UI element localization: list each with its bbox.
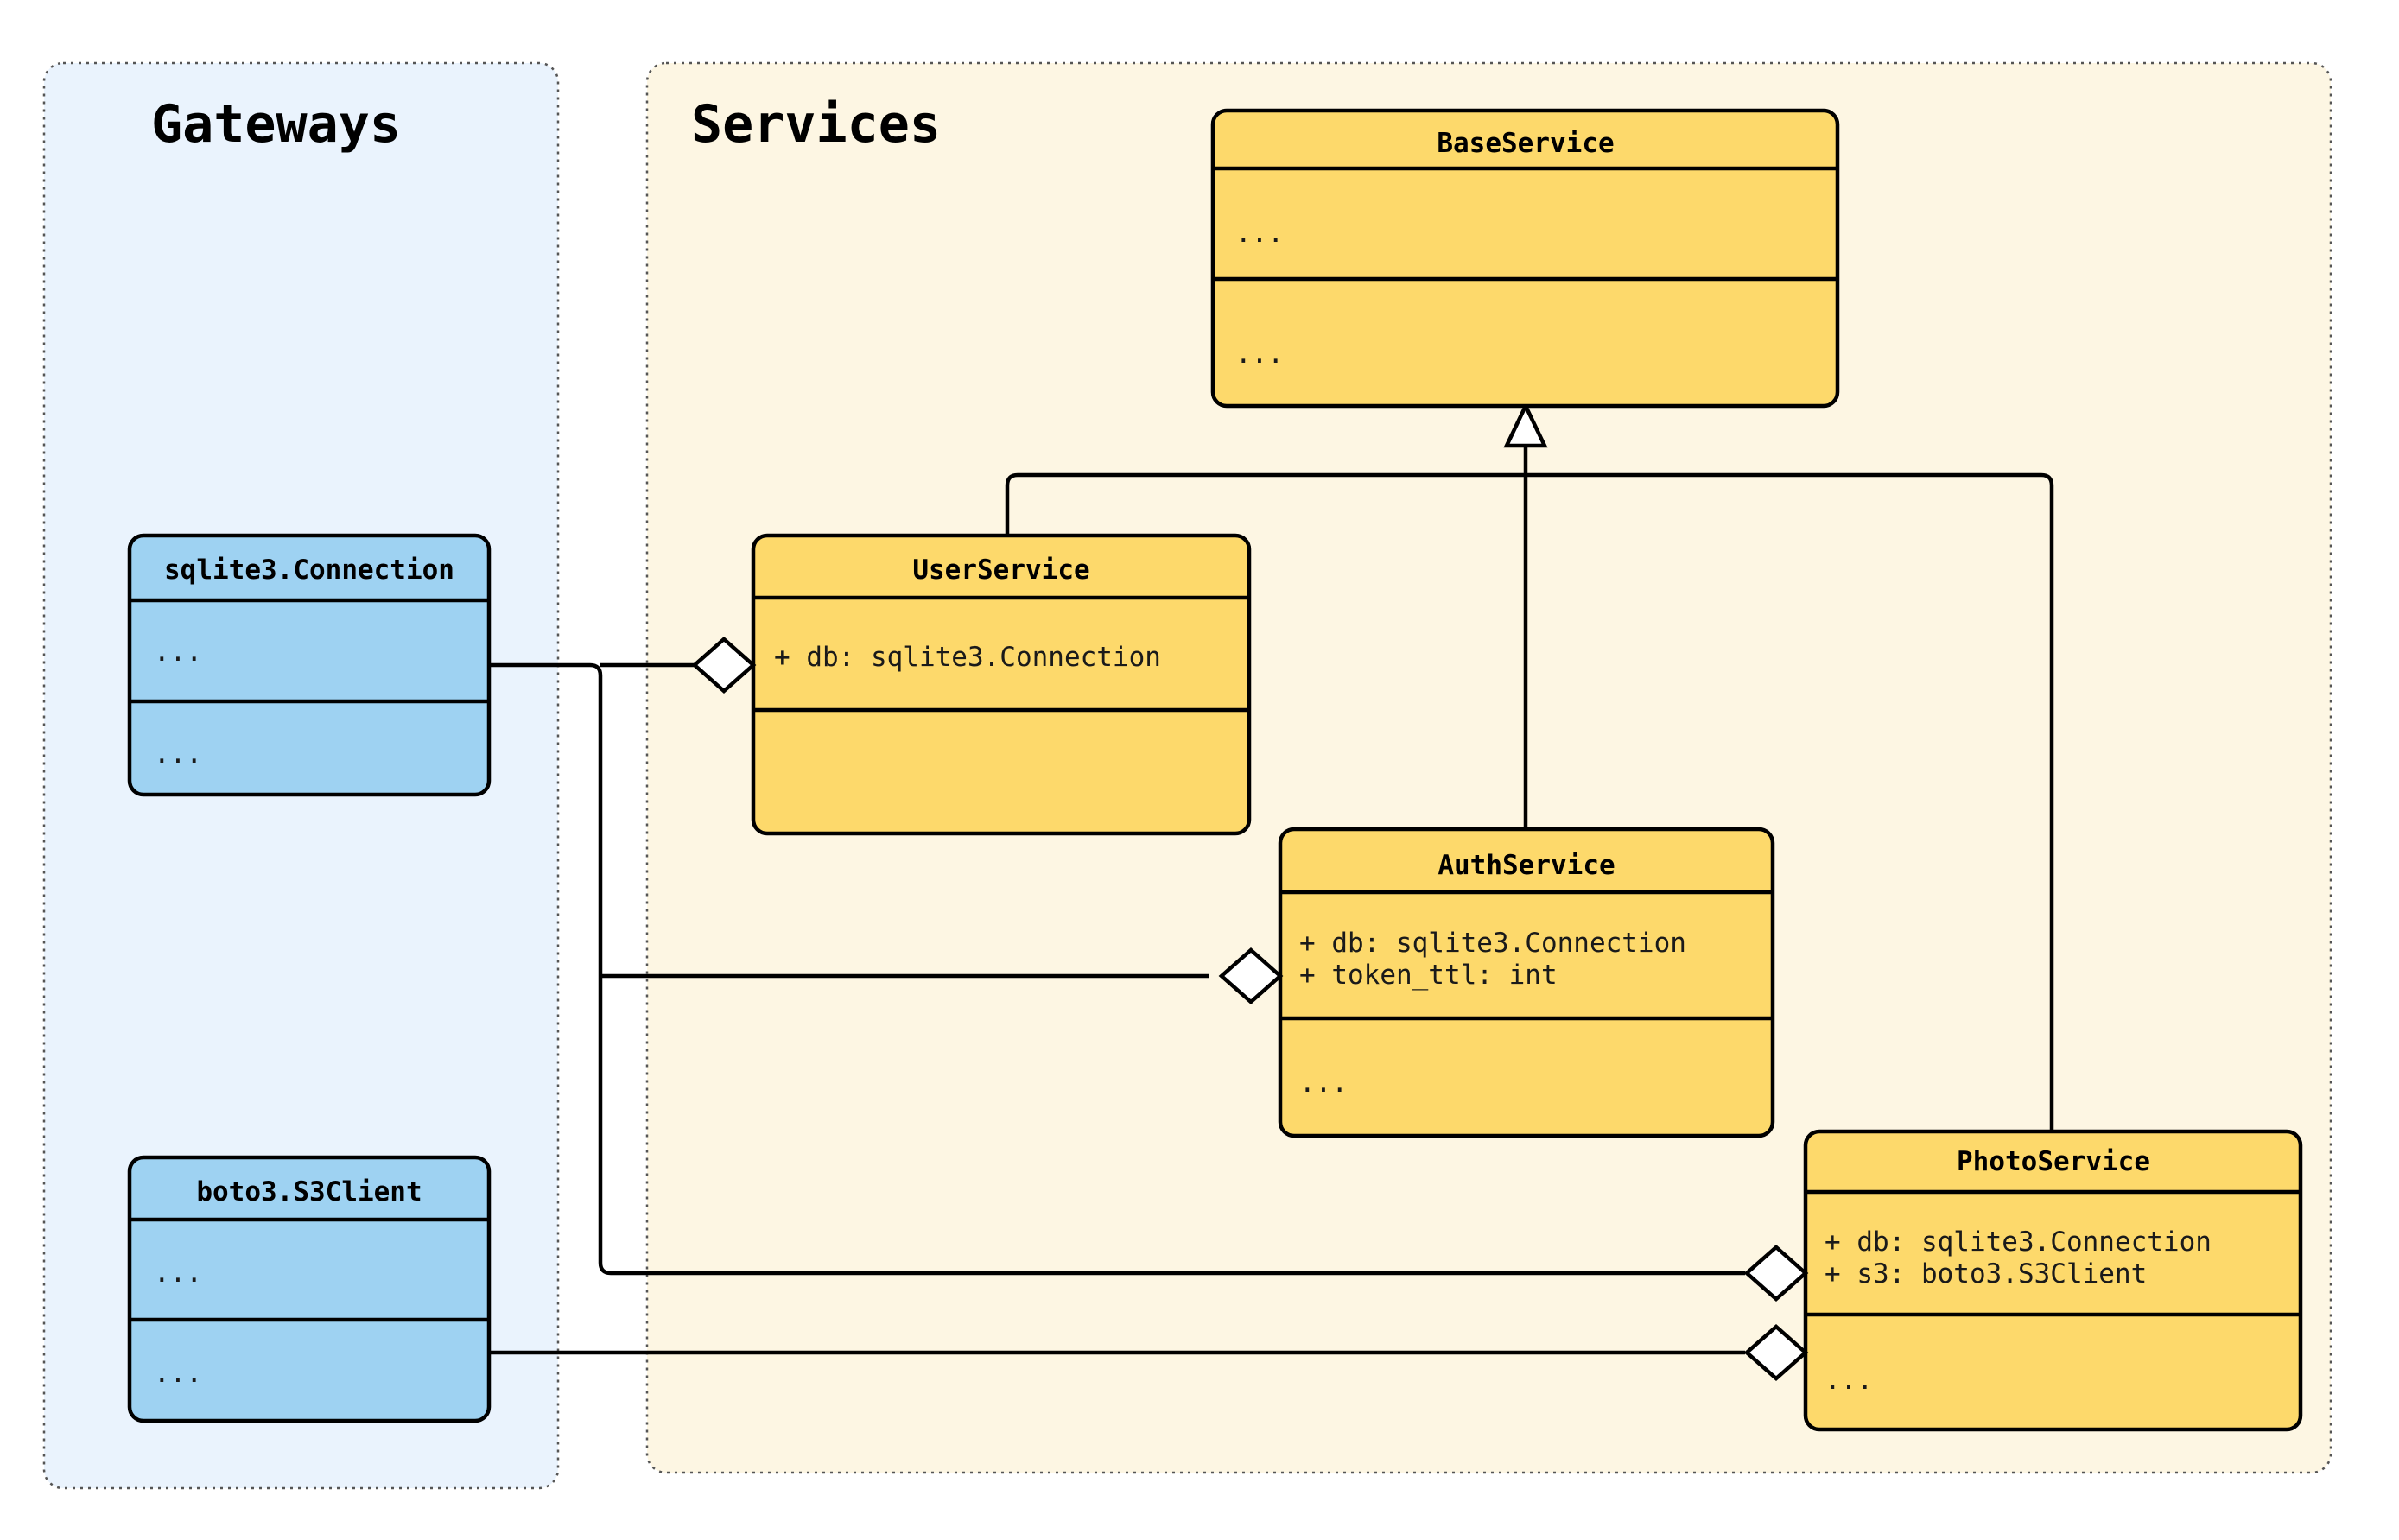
class-base-service[interactable]: BaseService ... ... bbox=[1210, 108, 1840, 409]
relation-generalization-group[interactable] bbox=[1005, 401, 2054, 1130]
class-sqlite3-connection[interactable]: sqlite3.Connection ... ... bbox=[127, 533, 492, 797]
class-auth-service-body bbox=[1278, 827, 1775, 1138]
class-base-service-attr-0: ... bbox=[1235, 218, 1284, 249]
class-auth-service-meth-0: ... bbox=[1299, 1068, 1348, 1099]
hollow-diamond-icon-auth-db bbox=[1218, 947, 1284, 1005]
class-boto3-s3client-body bbox=[127, 1155, 492, 1423]
class-base-service-meth-0: ... bbox=[1235, 339, 1284, 370]
class-photo-service[interactable]: PhotoService + db: sqlite3.Connection + … bbox=[1803, 1129, 2303, 1432]
class-sqlite3-connection-title: sqlite3.Connection bbox=[164, 555, 454, 586]
class-sqlite3-connection-attr-0: ... bbox=[154, 637, 202, 668]
hollow-triangle-icon bbox=[1503, 401, 1548, 448]
class-auth-service-attr-1: + token_ttl: int bbox=[1299, 960, 1558, 991]
class-boto3-s3client-title: boto3.S3Client bbox=[196, 1176, 422, 1207]
hollow-diamond-icon-photo-db bbox=[1743, 1244, 1809, 1302]
class-user-service-body bbox=[751, 533, 1252, 836]
class-auth-service-title: AuthService bbox=[1437, 850, 1615, 881]
aggregation-sqlite-trunk bbox=[489, 662, 1745, 1276]
class-photo-service-body bbox=[1803, 1129, 2303, 1432]
package-services-title: Services bbox=[691, 94, 941, 155]
class-boto3-s3client-attr-0: ... bbox=[154, 1258, 202, 1289]
class-sqlite3-connection-meth-0: ... bbox=[154, 738, 202, 770]
class-user-service[interactable]: UserService + db: sqlite3.Connection bbox=[751, 533, 1252, 836]
class-photo-service-title: PhotoService bbox=[1957, 1146, 2150, 1177]
class-auth-service[interactable]: AuthService + db: sqlite3.Connection + t… bbox=[1278, 827, 1775, 1138]
package-services[interactable]: Services bbox=[645, 61, 2332, 1474]
hollow-diamond-icon-user-db bbox=[691, 636, 757, 694]
class-boto3-s3client[interactable]: boto3.S3Client ... ... bbox=[127, 1155, 492, 1423]
package-gateways-title: Gateways bbox=[151, 94, 401, 155]
relation-aggregation-sqlite-group[interactable] bbox=[489, 662, 1745, 1276]
class-user-service-title: UserService bbox=[912, 555, 1089, 586]
class-auth-service-attr-0: + db: sqlite3.Connection bbox=[1299, 928, 1686, 959]
class-photo-service-attr-0: + db: sqlite3.Connection bbox=[1825, 1226, 2212, 1258]
package-services-frame bbox=[645, 61, 2332, 1474]
class-photo-service-meth-0: ... bbox=[1825, 1365, 1873, 1396]
class-base-service-title: BaseService bbox=[1437, 128, 1614, 159]
class-boto3-s3client-meth-0: ... bbox=[154, 1358, 202, 1389]
class-photo-service-attr-1: + s3: boto3.S3Client bbox=[1825, 1258, 2147, 1290]
class-base-service-body bbox=[1210, 108, 1840, 409]
hollow-diamond-icon-photo-s3 bbox=[1743, 1323, 1809, 1382]
generalization-bus bbox=[1005, 472, 2054, 1130]
class-user-service-attr-0: + db: sqlite3.Connection bbox=[774, 642, 1161, 673]
